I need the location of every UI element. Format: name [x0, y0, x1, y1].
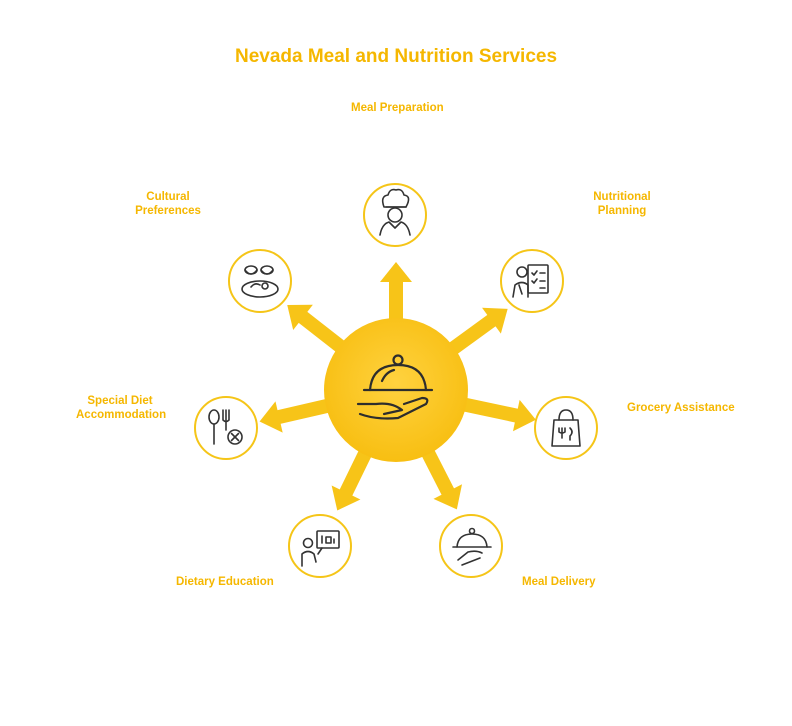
- presenter-board-icon: [301, 530, 340, 567]
- label-special-diet-accommodation: Special Diet Accommodation: [76, 395, 167, 421]
- cloche-delivery-icon: [452, 527, 492, 566]
- label-cultural-preferences: Cultural Preferences: [135, 191, 201, 217]
- node-circle-meal-preparation: [363, 183, 427, 247]
- label-nutritional-planning: Nutritional Planning: [593, 191, 651, 217]
- label-meal-delivery: Meal Delivery: [522, 576, 596, 588]
- nutrition-checklist-icon: [512, 264, 549, 298]
- label-dietary-education: Dietary Education: [176, 576, 274, 588]
- diagram-title: Nevada Meal and Nutrition Services: [234, 46, 558, 67]
- serving-cloche-hand-icon: [356, 354, 434, 420]
- food-bowls-icon: [241, 265, 279, 298]
- utensils-restriction-icon: [208, 409, 243, 445]
- node-circle-dietary-education: [288, 514, 352, 578]
- node-circle-grocery-assistance: [534, 396, 598, 460]
- node-circle-meal-delivery: [439, 514, 503, 578]
- label-grocery-assistance: Grocery Assistance: [627, 402, 735, 414]
- chef-icon: [379, 188, 411, 236]
- label-meal-preparation: Meal Preparation: [351, 102, 444, 114]
- shopping-bag-icon: [551, 409, 581, 447]
